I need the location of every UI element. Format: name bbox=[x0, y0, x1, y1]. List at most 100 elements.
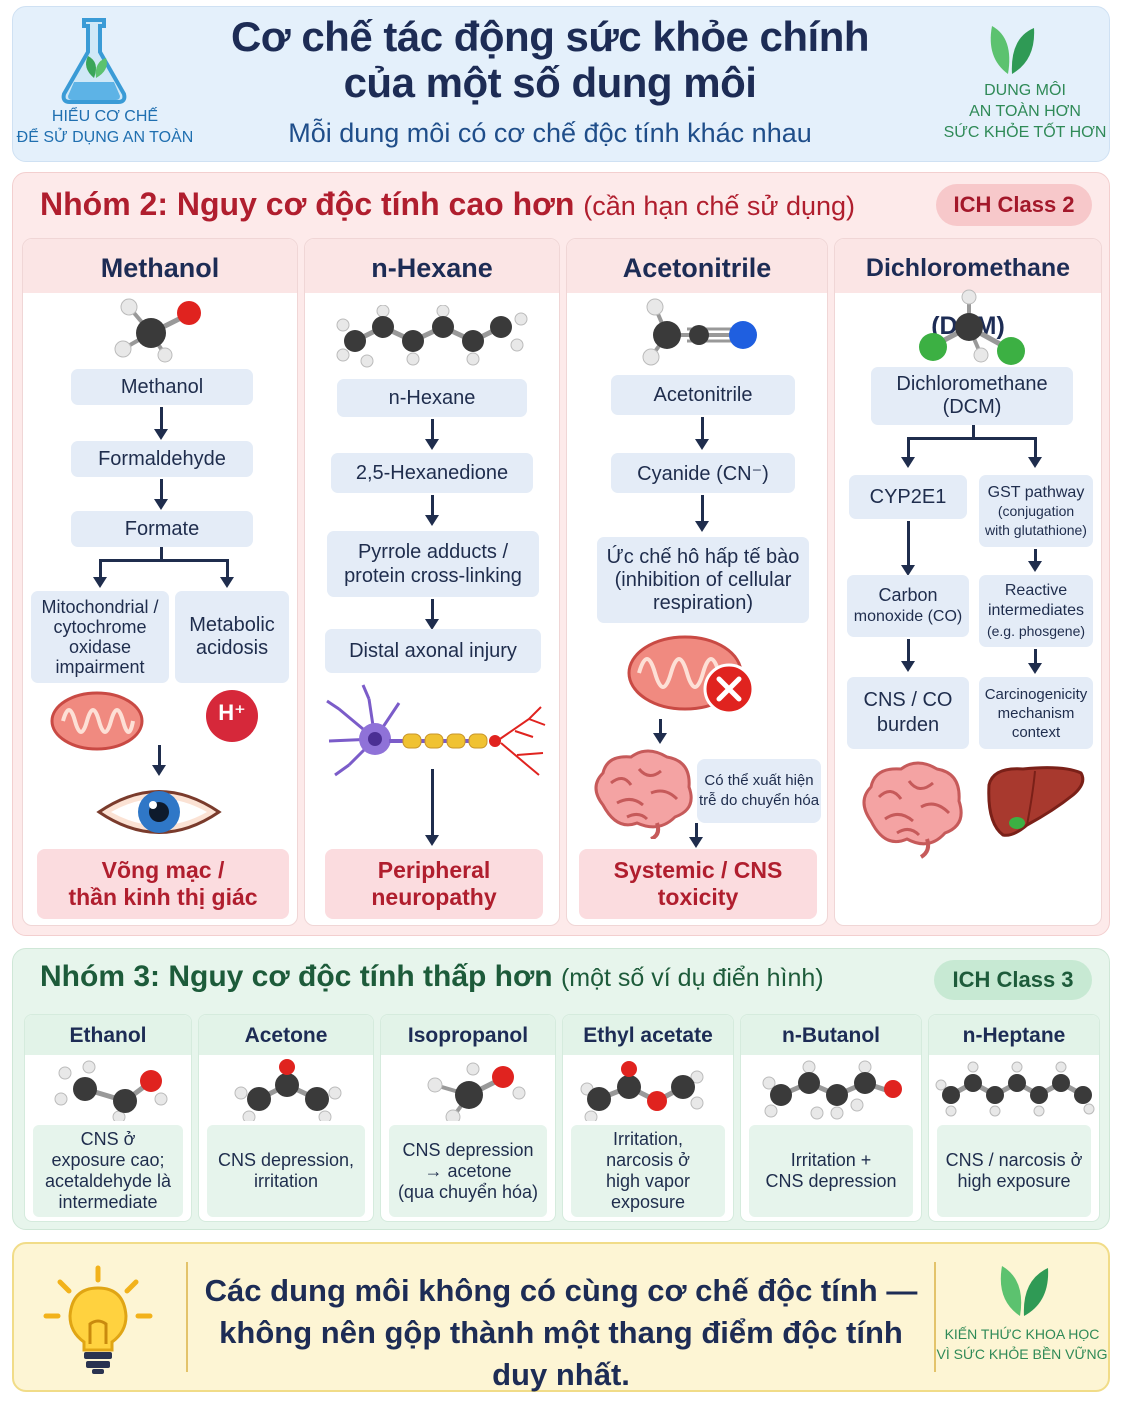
desc-line: CNS depression bbox=[765, 1171, 897, 1191]
arrow-head bbox=[695, 521, 709, 532]
step-line: with glutathione) bbox=[985, 521, 1087, 538]
footer-line-1: Các dung môi không có cùng cơ chế độc tí… bbox=[204, 1273, 918, 1308]
card-description: CNS ở exposure cao; acetaldehyde là inte… bbox=[33, 1125, 183, 1217]
hexane-step-4: Distal axonal injury bbox=[325, 629, 541, 673]
arrow-head bbox=[425, 515, 439, 526]
desc-line: intermediate bbox=[58, 1192, 158, 1212]
dcm-column: Dichloromethane (DCM) Dichloromethane (D… bbox=[834, 238, 1102, 926]
group3-note: (một số ví dụ điển hình) bbox=[560, 964, 824, 992]
methanol-step-3: Formate bbox=[71, 511, 253, 547]
hexane-column: n-Hexane n-Hexane 2,5-Hexanedione Pyrrol… bbox=[304, 238, 560, 926]
right-label-line-2: AN TOÀN HƠN bbox=[969, 103, 1081, 120]
title-line-2: của một số dung môi bbox=[343, 59, 757, 106]
desc-line: CNS / narcosis ở bbox=[945, 1150, 1083, 1170]
acetonitrile-step-2: Cyanide (CN⁻) bbox=[611, 453, 795, 493]
branch-left-line: impairment bbox=[55, 657, 145, 677]
branch-stem bbox=[160, 547, 163, 561]
acetonitrile-column: Acetonitrile Acetonitrile Cyanide (CN⁻) … bbox=[566, 238, 828, 926]
card-title: Ethanol bbox=[25, 1015, 191, 1055]
footer-message: Các dung môi không có cùng cơ chế độc tí… bbox=[196, 1270, 926, 1396]
ethyl-acetate-molecule bbox=[580, 1061, 704, 1121]
desc-line: Irritation, bbox=[612, 1129, 684, 1149]
arrow-head bbox=[653, 733, 667, 744]
left-label-line-2: ĐỂ SỬ DỤNG AN TOÀN bbox=[16, 129, 194, 146]
right-label-line-1: DUNG MÔI bbox=[984, 82, 1066, 99]
desc-line: high vapor bbox=[605, 1171, 691, 1191]
arrow-line bbox=[158, 745, 161, 767]
arrow-head bbox=[152, 765, 166, 776]
liver-icon bbox=[987, 766, 1085, 837]
card-description: CNS depression, irritation bbox=[207, 1125, 365, 1217]
acetonitrile-step-1: Acetonitrile bbox=[611, 375, 795, 415]
solvent-card-isopropanol: Isopropanol CNS depression → acetone (qu… bbox=[380, 1014, 556, 1222]
acetonitrile-title: Acetonitrile bbox=[567, 239, 827, 293]
step-line: Pyrrole adducts / bbox=[357, 541, 509, 563]
desc-line: acetaldehyde là bbox=[44, 1171, 172, 1191]
arrow-head bbox=[1028, 457, 1042, 468]
hexane-step-2: 2,5-Hexanedione bbox=[331, 453, 533, 493]
hexane-outcome: Peripheral neuropathy bbox=[325, 849, 543, 919]
solvent-card-heptane: n-Heptane CNS / narcosis ở high exposure bbox=[928, 1014, 1100, 1222]
hexane-step-1: n-Hexane bbox=[337, 379, 527, 417]
arrow-head bbox=[154, 499, 168, 510]
hexane-title: n-Hexane bbox=[305, 239, 559, 293]
group3-title-text: Nhóm 3: Nguy cơ độc tính thấp hơn bbox=[40, 960, 553, 993]
desc-line: high exposure bbox=[957, 1171, 1071, 1191]
outcome-line: Systemic / CNS bbox=[613, 857, 783, 883]
branch-left-line: oxidase bbox=[68, 637, 132, 657]
arrow-line bbox=[431, 769, 434, 837]
footer-label-line-2: VÌ SỨC KHỎE BỀN VỮNG bbox=[936, 1346, 1108, 1362]
arrow-line bbox=[695, 823, 698, 839]
group2-title: Nhóm 2: Nguy cơ độc tính cao hơn (cần hạ… bbox=[40, 186, 855, 223]
methanol-molecule bbox=[114, 298, 201, 363]
desc-line: → acetone bbox=[424, 1160, 512, 1181]
arrow-line bbox=[99, 559, 102, 579]
dcm-title: Dichloromethane (DCM) bbox=[835, 239, 1101, 340]
step-line: intermediates bbox=[987, 602, 1085, 619]
arrow-head bbox=[695, 439, 709, 450]
step-line: GST pathway bbox=[987, 483, 1085, 501]
footer-divider-left bbox=[186, 1262, 188, 1372]
step-line: (conjugation bbox=[997, 502, 1075, 519]
card-title: Isopropanol bbox=[381, 1015, 555, 1055]
dcm-molecule bbox=[919, 289, 1025, 365]
note-line: Có thể xuất hiện bbox=[704, 772, 814, 789]
dcm-right-step-2: Reactive intermediates (e.g. phosgene) bbox=[979, 575, 1093, 647]
desc-line: exposure cao; bbox=[51, 1150, 165, 1170]
step-line: Reactive bbox=[1004, 582, 1068, 599]
outcome-line: thần kinh thị giác bbox=[68, 884, 258, 910]
card-description: CNS / narcosis ở high exposure bbox=[937, 1125, 1091, 1217]
neuron-icon bbox=[326, 684, 546, 777]
step-line: burden bbox=[876, 714, 940, 736]
card-title: n-Heptane bbox=[929, 1015, 1099, 1055]
ethanol-molecule bbox=[54, 1060, 168, 1121]
arrow-line bbox=[1034, 649, 1037, 665]
dcm-right-step-1: GST pathway (conjugation with glutathion… bbox=[979, 475, 1093, 547]
outcome-line: neuropathy bbox=[371, 884, 497, 910]
card-title: Acetone bbox=[199, 1015, 373, 1055]
desc-line: CNS ở bbox=[80, 1129, 136, 1149]
branch-right-line: Metabolic bbox=[189, 614, 275, 636]
arrow-head bbox=[425, 619, 439, 630]
arrow-line bbox=[431, 599, 434, 621]
heptane-molecule bbox=[935, 1061, 1095, 1117]
dcm-left-step-2: Carbon monoxide (CO) bbox=[847, 575, 969, 637]
arrow-line bbox=[226, 559, 229, 579]
methanol-branch-left: Mitochondrial / cytochrome oxidase impai… bbox=[31, 591, 169, 683]
step-line: monoxide (CO) bbox=[853, 608, 963, 625]
arrow-head bbox=[154, 429, 168, 440]
desc-line: exposure bbox=[610, 1192, 686, 1212]
group3-title: Nhóm 3: Nguy cơ độc tính thấp hơn (một s… bbox=[40, 960, 824, 994]
card-description: Irritation + CNS depression bbox=[749, 1125, 913, 1217]
arrow-line bbox=[160, 479, 163, 501]
desc-line: Irritation + bbox=[790, 1150, 872, 1170]
acetonitrile-delay-note: Có thể xuất hiện trễ do chuyển hóa bbox=[697, 759, 821, 823]
arrow-line bbox=[1034, 437, 1037, 457]
group3-panel bbox=[12, 948, 1110, 1230]
acetone-molecule bbox=[234, 1059, 342, 1121]
step-line: Carbon bbox=[878, 585, 938, 605]
arrow-head bbox=[901, 565, 915, 576]
step-line: respiration) bbox=[652, 591, 754, 614]
arrow-head bbox=[901, 457, 915, 468]
methanol-column: Methanol Methanol Formaldehyde Formate M… bbox=[22, 238, 298, 926]
